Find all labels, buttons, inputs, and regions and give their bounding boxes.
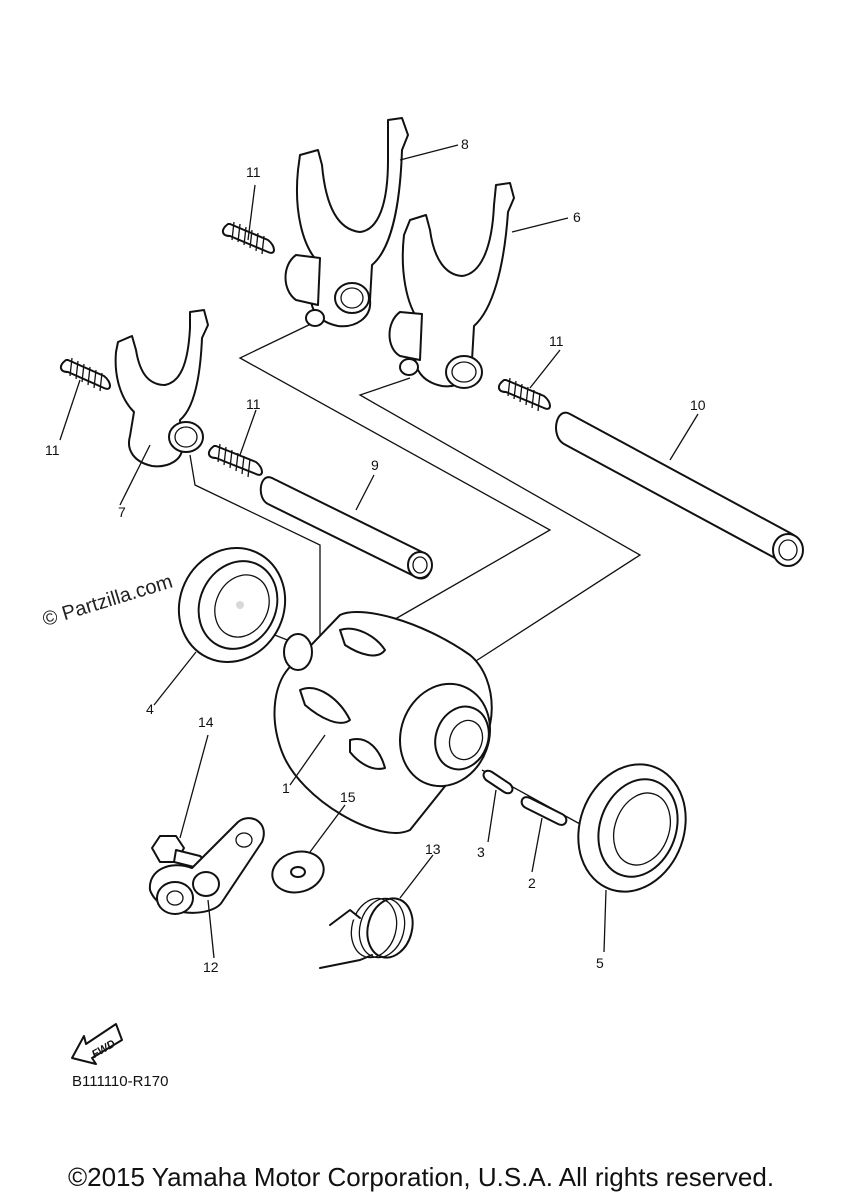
callout-4: 4	[146, 701, 154, 717]
shift-fork-shaft-9[interactable]	[259, 476, 433, 580]
callout-13: 13	[425, 841, 441, 857]
shift-fork-8[interactable]	[284, 117, 409, 328]
shift-fork-7[interactable]	[114, 309, 209, 468]
callout-11-left: 11	[45, 442, 60, 458]
bearing-4[interactable]	[160, 530, 303, 679]
shift-fork-6[interactable]	[388, 182, 515, 389]
copyright-notice: ©2015 Yamaha Motor Corporation, U.S.A. A…	[67, 1162, 775, 1192]
callout-8: 8	[461, 136, 469, 152]
callout-10: 10	[690, 397, 706, 413]
fwd-arrow-icon: FWD	[71, 1023, 123, 1065]
callout-11-right: 11	[549, 333, 564, 349]
spring-11-middle[interactable]	[208, 443, 263, 478]
shift-fork-shaft-10[interactable]	[555, 411, 804, 567]
callout-12: 12	[203, 959, 219, 975]
stopper-lever-12[interactable]	[148, 817, 265, 915]
shift-drum-1[interactable]	[273, 611, 505, 834]
spring-11-left[interactable]	[60, 357, 111, 392]
callout-15: 15	[340, 789, 356, 805]
callout-3: 3	[477, 844, 485, 860]
callout-11-middle: 11	[246, 396, 261, 412]
callout-1: 1	[282, 780, 290, 796]
diagram-reference-code: B111110-R170	[72, 1073, 169, 1090]
washer-15[interactable]	[268, 846, 329, 898]
torsion-spring-13[interactable]	[319, 893, 419, 969]
leader-lines	[59, 144, 699, 959]
callout-7: 7	[118, 504, 126, 520]
callout-numbers: 8 6 11 11 11 11 7 9 10 4 14 1 15 13 3 2 …	[45, 136, 706, 975]
callout-5: 5	[596, 955, 604, 971]
spring-3[interactable]	[482, 769, 514, 795]
callout-2: 2	[528, 875, 536, 891]
callout-14: 14	[198, 714, 214, 730]
bearing-5[interactable]	[561, 749, 703, 907]
pin-2[interactable]	[520, 796, 568, 826]
spring-11-right[interactable]	[498, 377, 551, 412]
callout-6: 6	[573, 209, 581, 225]
callout-9: 9	[371, 457, 379, 473]
callout-11-upper: 11	[246, 164, 261, 180]
